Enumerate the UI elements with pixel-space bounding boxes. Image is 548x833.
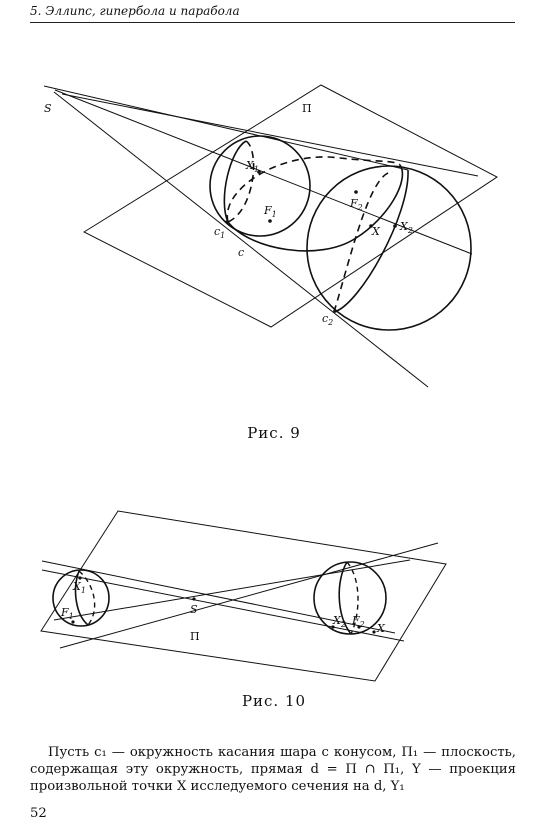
sphere-large xyxy=(306,165,472,331)
circle-right-hidden xyxy=(346,561,359,635)
point-X1 xyxy=(257,170,261,174)
label-F1-f10: F1 xyxy=(60,606,74,621)
body-text: Пусть c₁ — окружность касания шара с кон… xyxy=(30,745,516,794)
ellipse-section-hidden xyxy=(226,156,401,223)
tangent-circle-c1 xyxy=(223,140,247,223)
point-F1 xyxy=(268,219,272,223)
sphere-small xyxy=(209,135,311,237)
label-F2: F2 xyxy=(349,197,363,212)
tangent-circle-c2-hidden xyxy=(333,171,394,313)
label-F2-f10: F2 xyxy=(351,614,365,629)
tangent-circle-c2 xyxy=(333,169,409,313)
body-paragraph: Пусть c₁ — окружность касания шара с кон… xyxy=(30,744,516,795)
point-c1 xyxy=(225,220,229,224)
running-header: 5. Эллипс, гипербола и парабола xyxy=(30,2,515,23)
label-S: S xyxy=(44,102,52,115)
figure-9-caption: Рис. 9 xyxy=(247,424,301,442)
point-X xyxy=(369,224,373,228)
label-S-f10: S xyxy=(190,603,198,616)
circle-left-hidden xyxy=(78,570,96,626)
label-plane-f10: П xyxy=(190,630,200,643)
label-c1: c1 xyxy=(214,225,225,240)
circle-right-front xyxy=(338,561,352,635)
sphere-right xyxy=(313,561,387,635)
line-2 xyxy=(41,569,405,642)
label-X2: X2 xyxy=(399,220,413,235)
label-X1: X1 xyxy=(245,159,259,174)
point-F2 xyxy=(354,190,358,194)
label-c: c xyxy=(238,246,244,259)
point-F2-f10 xyxy=(357,625,361,629)
point-S-f10 xyxy=(192,597,196,601)
plane-pi-2 xyxy=(40,510,447,682)
label-c2: c2 xyxy=(322,312,333,327)
label-F1: F1 xyxy=(263,204,277,219)
figure-10: X1 F1 S П X2 F2 X xyxy=(40,510,447,682)
line-1 xyxy=(41,560,396,634)
point-X-f10 xyxy=(372,630,376,634)
plane-pi xyxy=(82,84,498,328)
point-c2 xyxy=(333,309,337,313)
cone-line-upper xyxy=(61,93,479,177)
sphere-left xyxy=(52,569,110,627)
label-X-f10: X xyxy=(376,622,386,635)
point-X2-f10 xyxy=(331,625,335,629)
tangent-circle-c1-hidden xyxy=(227,140,255,223)
figure-9: S П X1 F1 F2 c1 c X X2 c2 xyxy=(43,84,498,388)
ellipse-section xyxy=(227,164,404,252)
circle-left-front xyxy=(74,570,89,626)
cone-line-extra xyxy=(43,85,409,171)
figure-10-caption: Рис. 10 xyxy=(241,692,307,710)
label-plane: П xyxy=(302,102,312,115)
point-X1-f10 xyxy=(78,576,82,580)
line-3 xyxy=(59,542,439,649)
point-F1-f10 xyxy=(71,620,75,624)
point-X2 xyxy=(393,224,397,228)
label-X2-f10: X2 xyxy=(332,614,346,629)
line-4 xyxy=(53,559,411,621)
cone-line-lower xyxy=(53,91,429,388)
label-X: X xyxy=(371,225,381,238)
label-X1-f10: X1 xyxy=(72,580,86,595)
page-number: 52 xyxy=(30,806,47,821)
